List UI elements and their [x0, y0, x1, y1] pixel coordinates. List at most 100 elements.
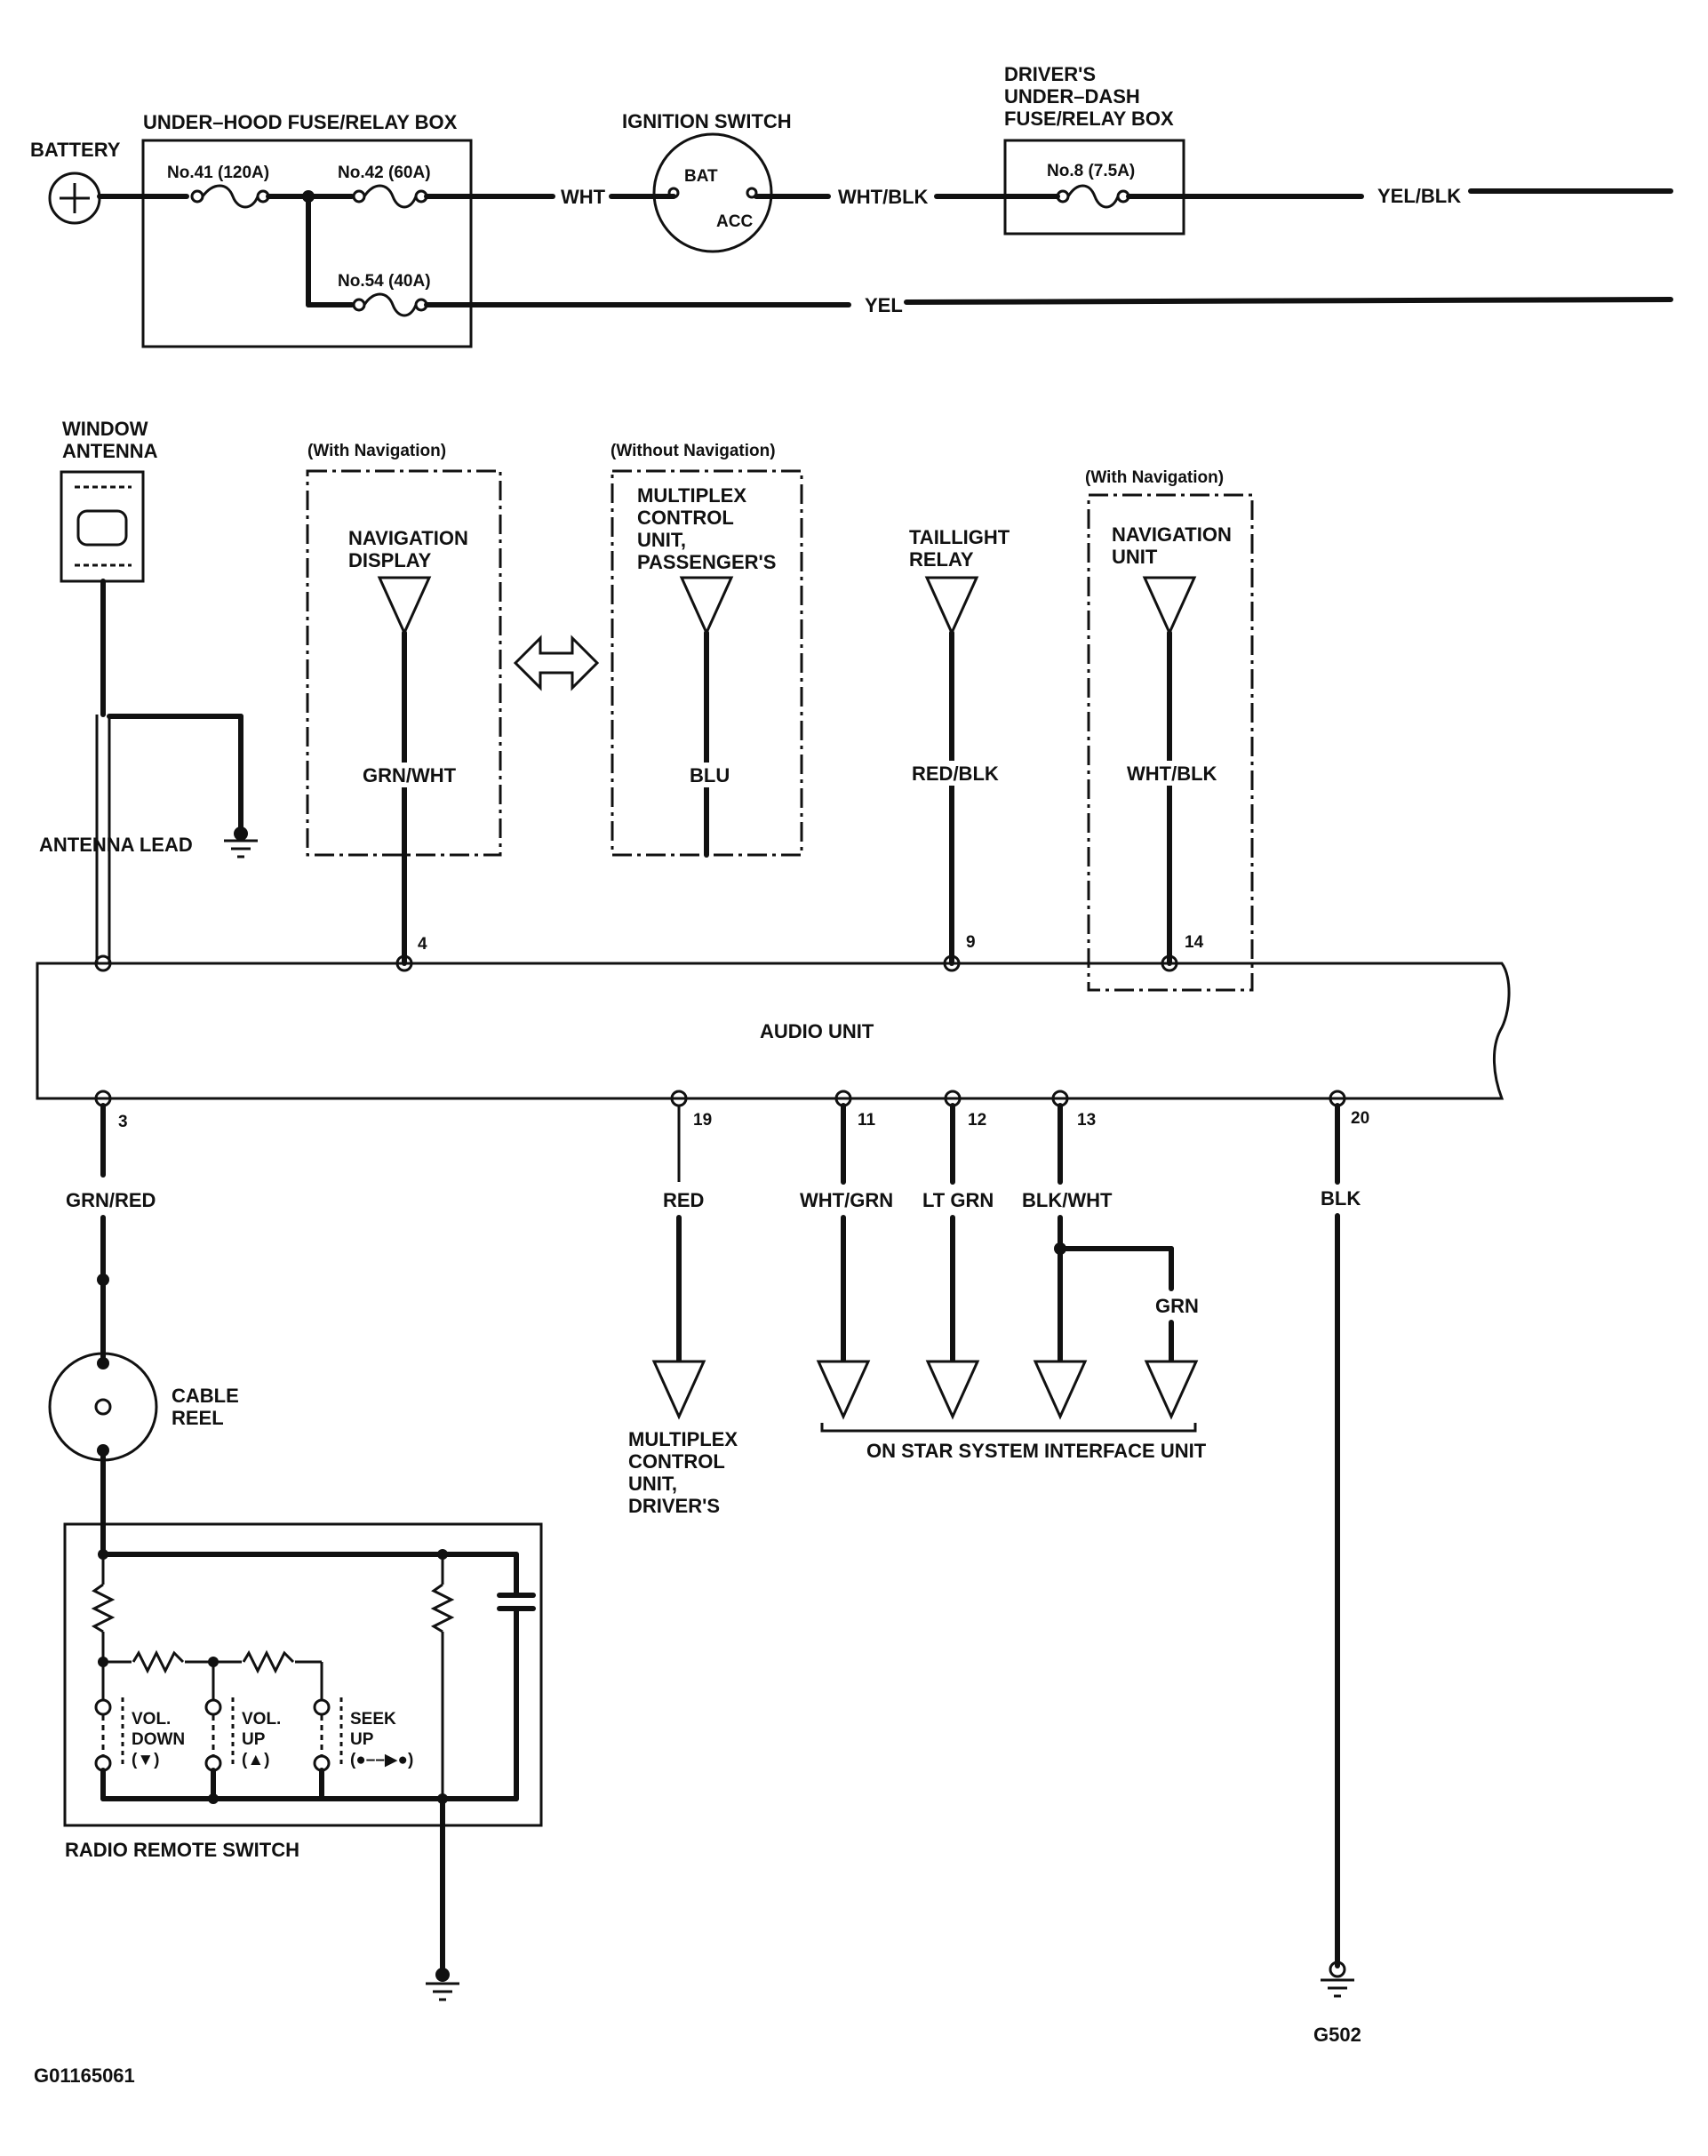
vol-down-label-2: DOWN — [132, 1730, 185, 1749]
battery-symbol — [48, 172, 101, 225]
antenna-lead-cable — [95, 715, 111, 963]
ground-icon — [224, 839, 258, 858]
figure-id-label: G01165061 — [34, 2064, 135, 2087]
antenna-lead-label: ANTENNA LEAD — [39, 834, 193, 856]
wire-grn-label: GRN — [1155, 1295, 1199, 1317]
resistor — [242, 1649, 295, 1674]
nav-display-label-1: NAVIGATION — [348, 527, 468, 549]
vol-down-label-3: (▼) — [132, 1751, 159, 1769]
onstar-bracket — [820, 1423, 1197, 1433]
wire-yel-label: YEL — [865, 294, 903, 316]
mpx-pass-label-4: PASSENGER'S — [637, 551, 776, 573]
mpx-pass-label-1: MULTIPLEX — [637, 484, 746, 507]
vol-down-label-1: VOL. — [132, 1710, 171, 1729]
pin-11-label: 11 — [858, 1111, 876, 1130]
connector-triangle — [679, 576, 734, 636]
radio-remote-label: RADIO REMOTE SWITCH — [65, 1839, 299, 1861]
window-antenna-label-2: ANTENNA — [62, 440, 158, 462]
cable-reel — [48, 1352, 158, 1462]
audio-unit-box — [36, 962, 1511, 1100]
seek-label-3: (●––▶●) — [350, 1751, 413, 1769]
connector-triangle — [1142, 576, 1197, 636]
connector-triangle — [924, 576, 979, 636]
ground-icon — [426, 1982, 459, 2001]
label-bg — [910, 761, 995, 786]
with-nav-label-2: (With Navigation) — [1085, 468, 1224, 487]
label-bg — [1125, 761, 1214, 786]
connector-triangle — [651, 1360, 706, 1420]
resistor — [430, 1554, 455, 1799]
splice-point — [97, 1274, 109, 1286]
underdash-label-2: UNDER–DASH — [1004, 85, 1140, 108]
wire-yel-b — [904, 297, 1673, 305]
ground-point — [234, 826, 248, 841]
fuse-42-label: No.42 (60A) — [338, 164, 431, 182]
mpx-drv-label-4: DRIVER'S — [628, 1495, 720, 1517]
wire-wht-blk-label-1: WHT/BLK — [838, 186, 929, 208]
wire-grn-red-label: GRN/RED — [66, 1189, 156, 1211]
wire-lt-grn-label: LT GRN — [922, 1189, 994, 1211]
alternative-arrow-icon — [513, 635, 600, 691]
wire-grn-wht-label: GRN/WHT — [363, 764, 457, 787]
ignition-switch — [652, 132, 773, 253]
ground-icon — [1321, 1978, 1354, 1998]
fuse-41-label: No.41 (120A) — [167, 164, 269, 182]
without-nav-label: (Without Navigation) — [611, 442, 776, 460]
window-antenna-label-1: WINDOW — [62, 418, 148, 440]
vol-up-switch — [204, 1697, 235, 1772]
ground-point — [435, 1968, 450, 1982]
taillight-label-2: RELAY — [909, 548, 974, 571]
vol-down-switch — [94, 1697, 124, 1772]
wire-blk-wht-label: BLK/WHT — [1022, 1189, 1113, 1211]
with-nav-label-1: (With Navigation) — [307, 442, 446, 460]
nav-display-label-2: DISPLAY — [348, 549, 432, 571]
cable-reel-label-2: REEL — [172, 1407, 224, 1429]
underhood-fuse-relay-box — [141, 139, 473, 348]
wire-red-label: RED — [663, 1189, 704, 1211]
wire-yel-blk-label: YEL/BLK — [1377, 185, 1461, 207]
pin-13-label: 13 — [1077, 1111, 1096, 1130]
label-bg — [686, 763, 727, 787]
pin-20-label: 20 — [1351, 1109, 1369, 1128]
mpx-pass-label-3: UNIT, — [637, 529, 686, 551]
underdash-label-1: DRIVER'S — [1004, 63, 1096, 85]
pin-19-label: 19 — [693, 1111, 712, 1130]
connector-triangle — [377, 576, 432, 636]
fuse-8 — [1056, 184, 1130, 209]
connector-triangle — [925, 1360, 980, 1420]
mpx-drv-label-2: CONTROL — [628, 1450, 725, 1473]
connector-triangle — [816, 1360, 871, 1420]
onstar-label: ON STAR SYSTEM INTERFACE UNIT — [866, 1440, 1207, 1462]
nav-unit-box — [1087, 493, 1254, 992]
mpx-drv-label-3: UNIT, — [628, 1473, 677, 1495]
wire-blk-label: BLK — [1321, 1187, 1361, 1210]
connector-triangle — [1144, 1360, 1199, 1420]
taillight-label-1: TAILLIGHT — [909, 526, 1010, 548]
ignition-bat-label: BAT — [684, 167, 718, 186]
fuse-42 — [352, 184, 428, 209]
seek-up-switch — [313, 1697, 343, 1772]
seek-label-1: SEEK — [350, 1710, 396, 1729]
pin-3-label: 3 — [118, 1113, 128, 1131]
resistor — [91, 1554, 116, 1662]
fuse-41 — [190, 184, 270, 209]
vol-up-label-3: (▲) — [242, 1751, 269, 1769]
splice-point — [208, 1793, 219, 1804]
resistor — [132, 1649, 185, 1674]
fuse-54-label: No.54 (40A) — [338, 272, 431, 291]
vol-up-label-1: VOL. — [242, 1710, 281, 1729]
radio-remote-switch-box — [63, 1522, 543, 1827]
top-terminals — [94, 954, 1178, 972]
cable-reel-label-1: CABLE — [172, 1385, 239, 1407]
fuse-54 — [352, 292, 428, 317]
audio-unit-label: AUDIO UNIT — [760, 1020, 874, 1042]
underdash-label-3: FUSE/RELAY BOX — [1004, 108, 1174, 130]
wire-wht-label: WHT — [561, 186, 606, 208]
nav-unit-label-2: UNIT — [1112, 546, 1158, 568]
wire-blu-label: BLU — [690, 764, 730, 787]
connector-triangle — [1033, 1360, 1088, 1420]
wire-wht-blk-label-2: WHT/BLK — [1127, 763, 1217, 785]
ground-point — [1329, 1960, 1346, 1978]
underdash-fuse-relay-box — [1003, 139, 1185, 236]
pin-12-label: 12 — [968, 1111, 986, 1130]
